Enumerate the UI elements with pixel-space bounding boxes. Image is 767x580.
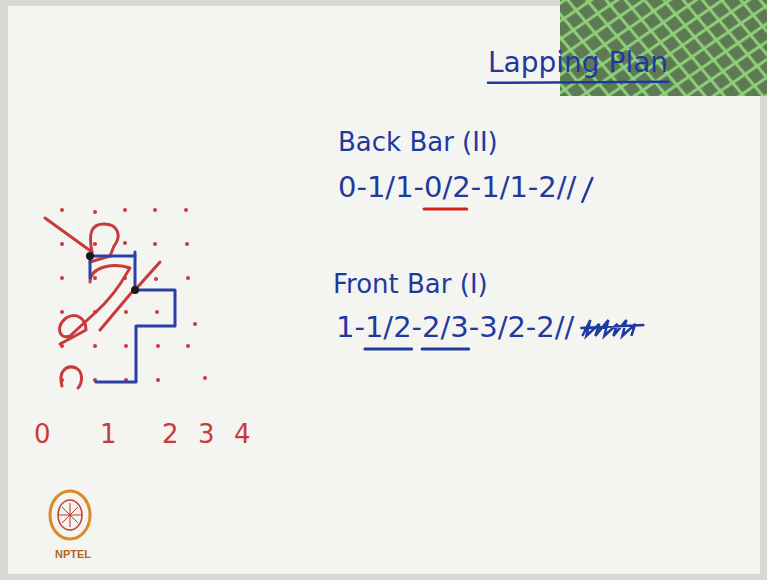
- emphasis-underline: [365, 348, 412, 351]
- lapping-notation: 0-1/1-0/2-1/1-2//: [338, 172, 576, 204]
- emphasis-underline: [422, 348, 469, 351]
- scribble-crossout: [580, 320, 644, 336]
- bar-label: Back Bar (II): [338, 128, 498, 157]
- lapping-notation: 1-1/2-2/3-3/2-2//: [336, 312, 574, 344]
- title-underline: [488, 82, 668, 83]
- needle-space-number: 0: [34, 420, 51, 449]
- strike-mark: [582, 178, 592, 202]
- bar-label: Front Bar (I): [333, 270, 488, 299]
- emphasis-underline: [424, 208, 467, 211]
- heading-title: Lapping Plan: [488, 48, 668, 79]
- needle-space-number: 4: [234, 420, 251, 449]
- needle-space-number: 3: [198, 420, 215, 449]
- needle-space-number: 1: [100, 420, 117, 449]
- logo-text: NPTEL: [53, 548, 93, 560]
- needle-space-number: 2: [162, 420, 179, 449]
